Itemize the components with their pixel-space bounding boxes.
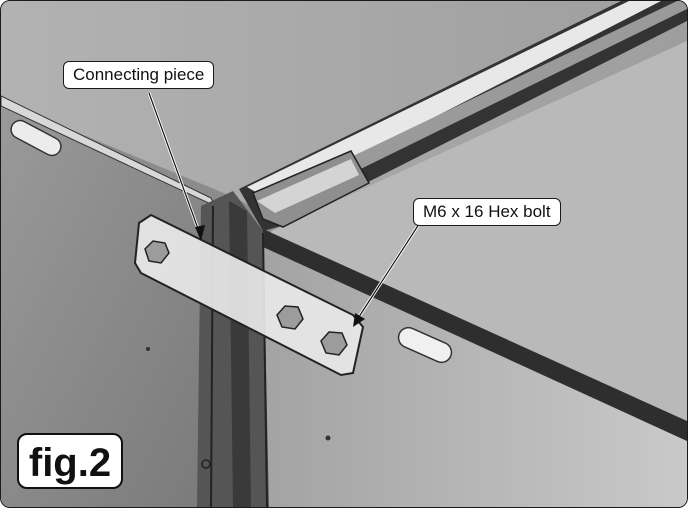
figure-label: fig.2 [17, 433, 123, 489]
right-slot-hole [397, 326, 453, 364]
connecting-piece-callout: Connecting piece [63, 61, 215, 89]
post-hole [201, 459, 211, 469]
hex-bolt-head [320, 331, 348, 356]
right-side-panel [263, 241, 687, 507]
hex-bolt-callout: M6 x 16 Hex bolt [413, 198, 561, 226]
right-top-rail [263, 229, 687, 441]
left-slot-hole [10, 119, 62, 157]
connecting-piece-plate [133, 213, 365, 377]
hex-bolt-head [144, 240, 170, 264]
hex-bolt-head [276, 305, 304, 330]
far-right-panel [271, 41, 687, 441]
left-side-panel [1, 96, 211, 507]
